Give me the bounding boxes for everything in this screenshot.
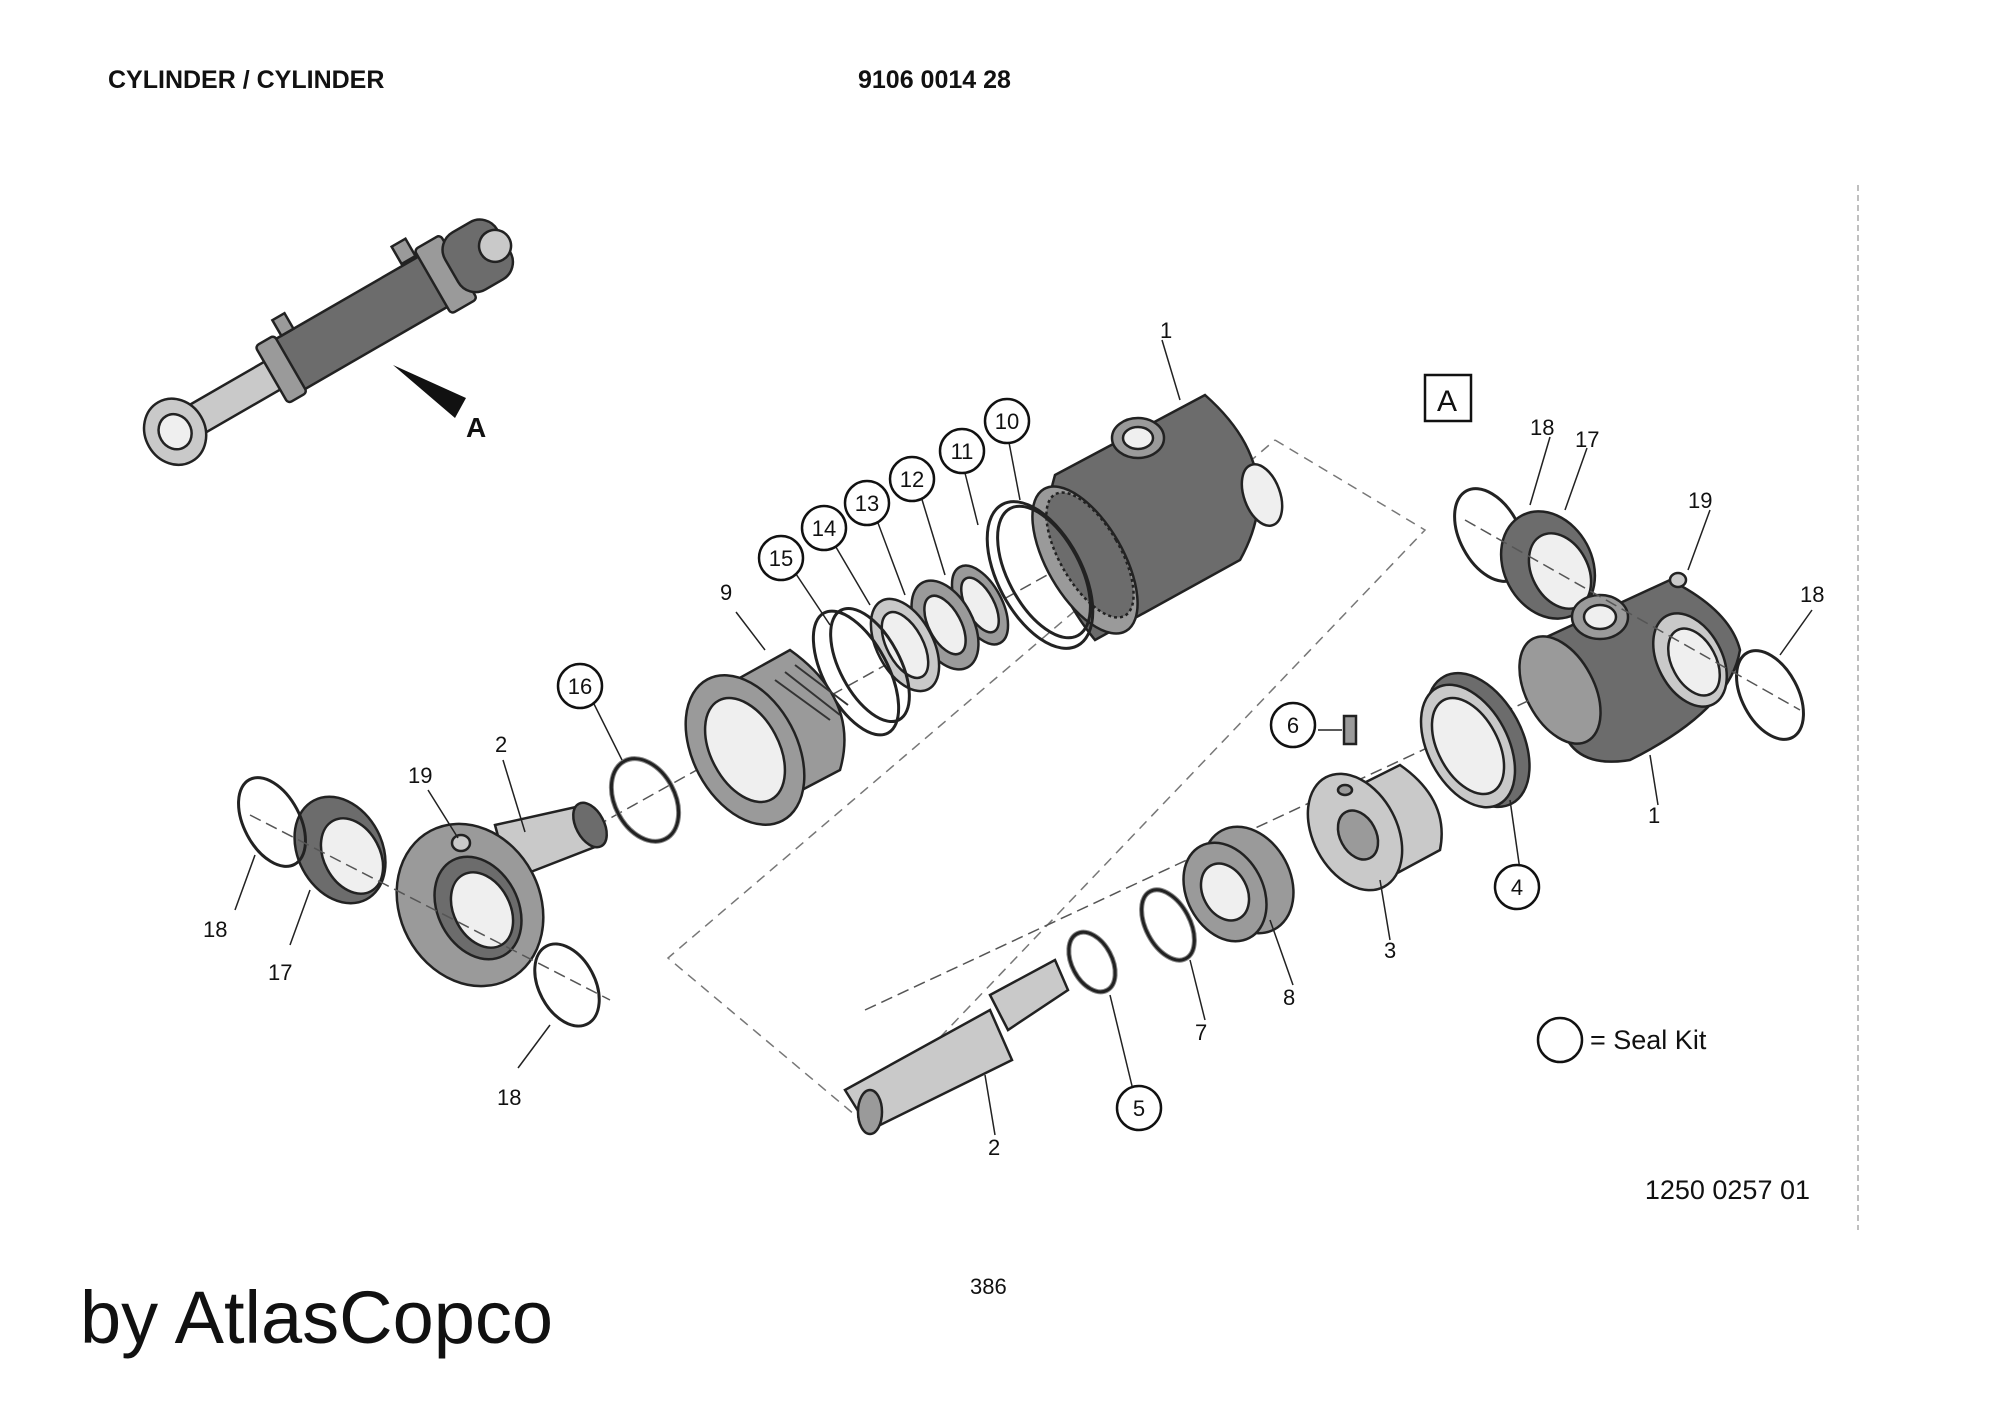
callout-1: 1	[1648, 803, 1660, 828]
brand-watermark: by AtlasCopco	[80, 1276, 554, 1359]
seal-kit-label: = Seal Kit	[1590, 1025, 1707, 1055]
callout-15: 15	[757, 534, 805, 582]
callout-6: 6	[1269, 701, 1317, 749]
svg-text:11: 11	[951, 439, 974, 464]
callout-18: 18	[1530, 415, 1554, 440]
view-arrow	[393, 365, 466, 418]
part-18-circlip-right	[1735, 649, 1805, 741]
callout-18: 18	[203, 917, 227, 942]
view-box-label: A	[1437, 385, 1457, 418]
callout-2: 2	[495, 732, 507, 757]
callout-12: 12	[888, 455, 936, 503]
callout-5: 5	[1115, 1084, 1163, 1132]
svg-text:15: 15	[769, 546, 793, 571]
svg-text:12: 12	[900, 467, 924, 492]
callout-19: 19	[1688, 488, 1712, 513]
seal-kit-legend: = Seal Kit	[1536, 1016, 1707, 1064]
view-box	[1423, 373, 1473, 423]
svg-text:5: 5	[1133, 1096, 1145, 1121]
callout-7: 7	[1195, 1020, 1207, 1045]
part-4-piston-seal	[1419, 671, 1531, 809]
callout-10: 10	[983, 397, 1031, 445]
view-label: A	[466, 412, 486, 443]
upper-axis	[579, 539, 1111, 836]
callouts: 1 1 2 2 3 7 8 9 18 18 18 18 17 17 19 19 …	[203, 318, 1824, 1160]
part-17-bushing-left	[293, 795, 387, 905]
callout-16: 16	[556, 662, 604, 710]
callout-3: 3	[1384, 938, 1396, 963]
callout-19: 19	[408, 763, 432, 788]
assembled-cylinder-thumbnail	[142, 218, 515, 467]
seal-kit-symbol	[1536, 1016, 1584, 1064]
callout-9: 9	[720, 580, 732, 605]
part-19-rod-eye	[395, 822, 545, 988]
svg-text:4: 4	[1511, 875, 1523, 900]
callout-2: 2	[988, 1135, 1000, 1160]
svg-text:13: 13	[855, 491, 879, 516]
part-9-gland	[684, 648, 849, 826]
part-6-setscrew	[1342, 714, 1358, 746]
callout-1: 1	[1160, 318, 1172, 343]
callout-8: 8	[1283, 985, 1295, 1010]
part-8-spacer	[1182, 825, 1295, 943]
part-18-circlip-lower	[533, 942, 601, 1028]
page-number: 386	[970, 1274, 1007, 1299]
svg-text:16: 16	[568, 674, 592, 699]
callout-4: 4	[1493, 863, 1541, 911]
part-18-circlip-left	[237, 776, 307, 868]
part-2-rod-lower	[843, 958, 1070, 1136]
callout-17: 17	[1575, 427, 1599, 452]
svg-text:6: 6	[1287, 713, 1299, 738]
callout-13: 13	[843, 479, 891, 527]
part-number: 9106 0014 28	[858, 66, 1011, 94]
drawing-number: 1250 0257 01	[1645, 1175, 1810, 1205]
leader-lines	[234, 339, 1813, 1136]
callout-17: 17	[268, 960, 292, 985]
callout-14: 14	[800, 504, 848, 552]
part-1-cylinder-tube	[1031, 393, 1284, 642]
part-1-cylinder-head	[1518, 571, 1742, 763]
page-title: CYLINDER / CYLINDER	[108, 66, 385, 94]
callout-18: 18	[1800, 582, 1824, 607]
callout-18: 18	[497, 1085, 521, 1110]
part-3-piston	[1306, 763, 1443, 892]
callout-11: 11	[938, 427, 986, 475]
svg-text:14: 14	[812, 516, 836, 541]
part-17-bushing-a	[1499, 510, 1597, 620]
part-14-ring	[829, 606, 911, 724]
svg-text:10: 10	[995, 409, 1019, 434]
